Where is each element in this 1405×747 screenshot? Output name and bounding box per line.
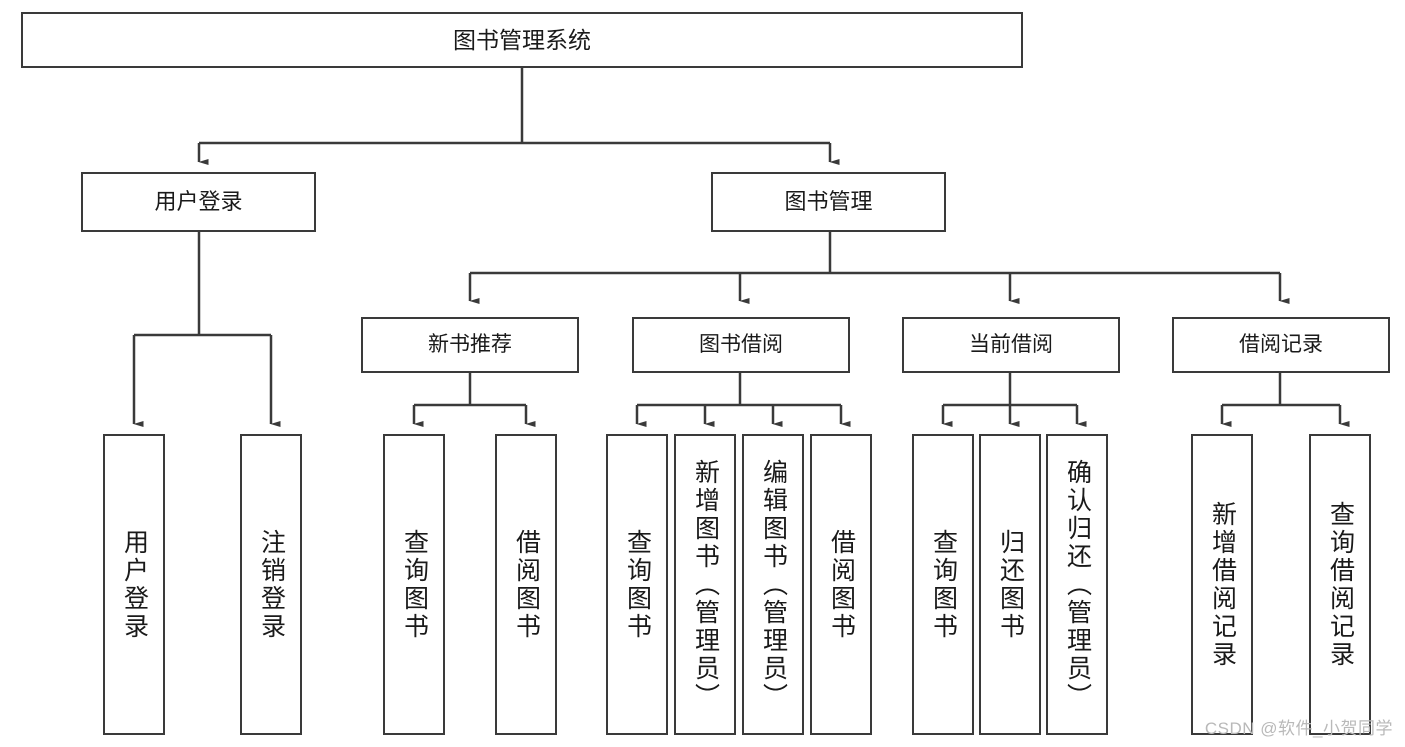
leaf-edit-book-admin[interactable]: 编辑图书（管理员） [742,434,804,735]
leaf-confirm-return-admin[interactable]: 确认归还（管理员） [1046,434,1108,735]
node-label: 查询图书 [623,528,652,641]
node-label: 查询借阅记录 [1326,500,1355,669]
node-user-login[interactable]: 用户登录 [81,172,316,232]
node-current-borrow[interactable]: 当前借阅 [902,317,1120,373]
leaf-borrow-book-recommend[interactable]: 借阅图书 [495,434,557,735]
leaf-logout-login[interactable]: 注销登录 [240,434,302,735]
node-borrow-record[interactable]: 借阅记录 [1172,317,1390,373]
node-book-management[interactable]: 图书管理 [711,172,946,232]
node-book-borrow[interactable]: 图书借阅 [632,317,850,373]
node-label: 图书管理 [784,188,873,214]
node-label: 当前借阅 [969,333,1053,357]
node-label: 查询图书 [400,528,429,641]
node-label: 借阅记录 [1239,333,1323,357]
node-label: 借阅图书 [827,528,856,641]
leaf-query-book-recommend[interactable]: 查询图书 [383,434,445,735]
node-label: 归还图书 [996,528,1025,641]
leaf-query-book-current[interactable]: 查询图书 [912,434,974,735]
node-label: 借阅图书 [512,528,541,641]
leaf-borrow-book[interactable]: 借阅图书 [810,434,872,735]
node-label: 用户登录 [154,188,243,214]
node-label: 图书借阅 [699,333,783,357]
leaf-user-login[interactable]: 用户登录 [103,434,165,735]
node-label: 新书推荐 [428,333,512,357]
node-label: 新增图书（管理员） [691,458,720,711]
node-label: 编辑图书（管理员） [759,458,788,711]
leaf-add-book-admin[interactable]: 新增图书（管理员） [674,434,736,735]
node-label: 新增借阅记录 [1208,500,1237,669]
csdn-watermark: CSDN @软件_小贺同学 [1204,719,1393,738]
node-label: 查询图书 [929,528,958,641]
leaf-add-borrow-record[interactable]: 新增借阅记录 [1191,434,1253,735]
leaf-query-book-borrow[interactable]: 查询图书 [606,434,668,735]
node-book-management-system[interactable]: 图书管理系统 [21,12,1023,68]
node-label: 图书管理系统 [453,26,591,53]
leaf-return-book[interactable]: 归还图书 [979,434,1041,735]
node-label: 用户登录 [120,528,149,641]
node-label: 注销登录 [257,528,286,641]
node-label: 确认归还（管理员） [1063,458,1092,711]
leaf-query-borrow-record[interactable]: 查询借阅记录 [1309,434,1371,735]
node-new-book-recommend[interactable]: 新书推荐 [361,317,579,373]
